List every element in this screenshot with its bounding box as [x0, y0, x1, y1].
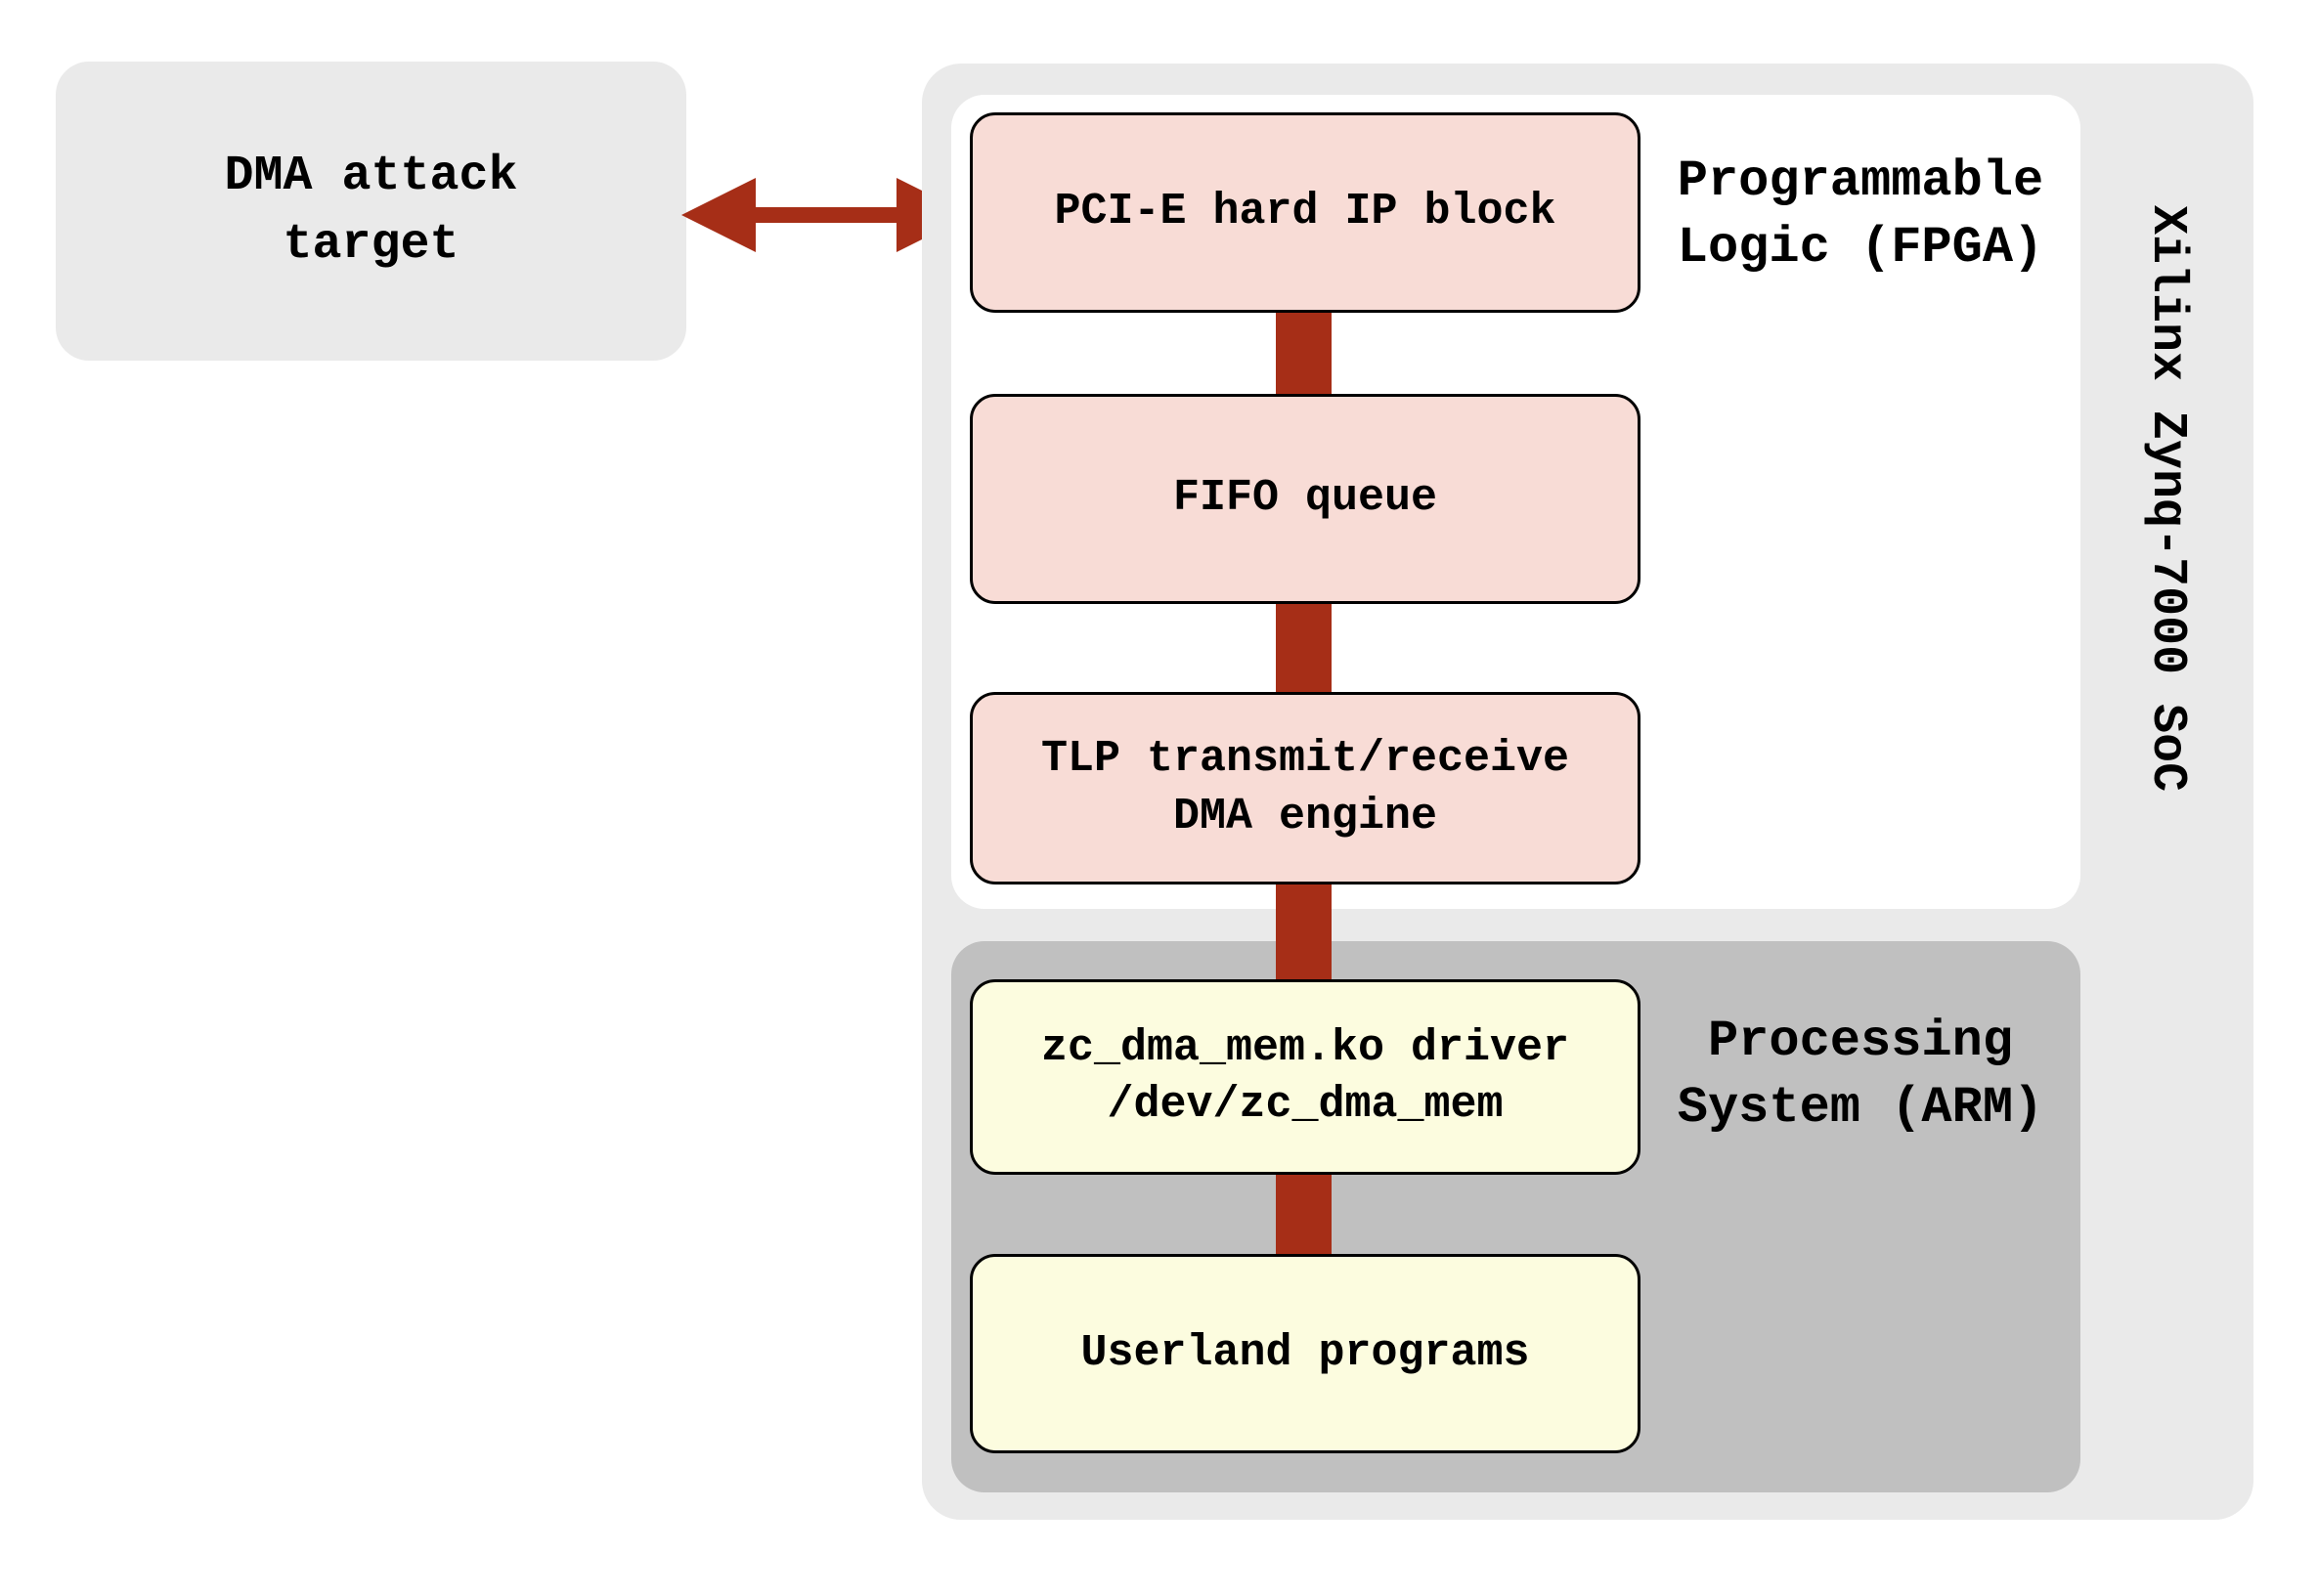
block-pcie-hard-ip: PCI-E hard IP block — [970, 112, 1640, 313]
soc-vertical-label: Xilinx Zynq-7000 SoC — [2139, 205, 2195, 793]
block-tlp-dma-engine: TLP transmit/receive DMA engine — [970, 692, 1640, 884]
fpga-region: PCI-E hard IP block FIFO queue TLP trans… — [951, 95, 2080, 909]
double-arrow-shape — [681, 178, 971, 252]
soc-container: PCI-E hard IP block FIFO queue TLP trans… — [922, 64, 2253, 1520]
connector-tlp-to-driver — [1276, 884, 1332, 979]
dma-attack-target-box: DMA attack target — [56, 62, 686, 361]
connector-driver-to-userland — [1276, 1175, 1332, 1254]
ps-region: zc_dma_mem.ko driver /dev/zc_dma_mem Use… — [951, 941, 2080, 1492]
connector-pcie-to-fifo — [1276, 313, 1332, 394]
bidirectional-arrow — [681, 178, 971, 252]
ps-region-label: Processing System (ARM) — [1677, 1013, 2044, 1137]
block-zc-dma-mem-driver: zc_dma_mem.ko driver /dev/zc_dma_mem — [970, 979, 1640, 1175]
block-userland-programs: Userland programs — [970, 1254, 1640, 1453]
fpga-region-label: Programmable Logic (FPGA) — [1677, 152, 2044, 277]
connector-fifo-to-tlp — [1276, 604, 1332, 692]
block-fifo-queue: FIFO queue — [970, 394, 1640, 604]
